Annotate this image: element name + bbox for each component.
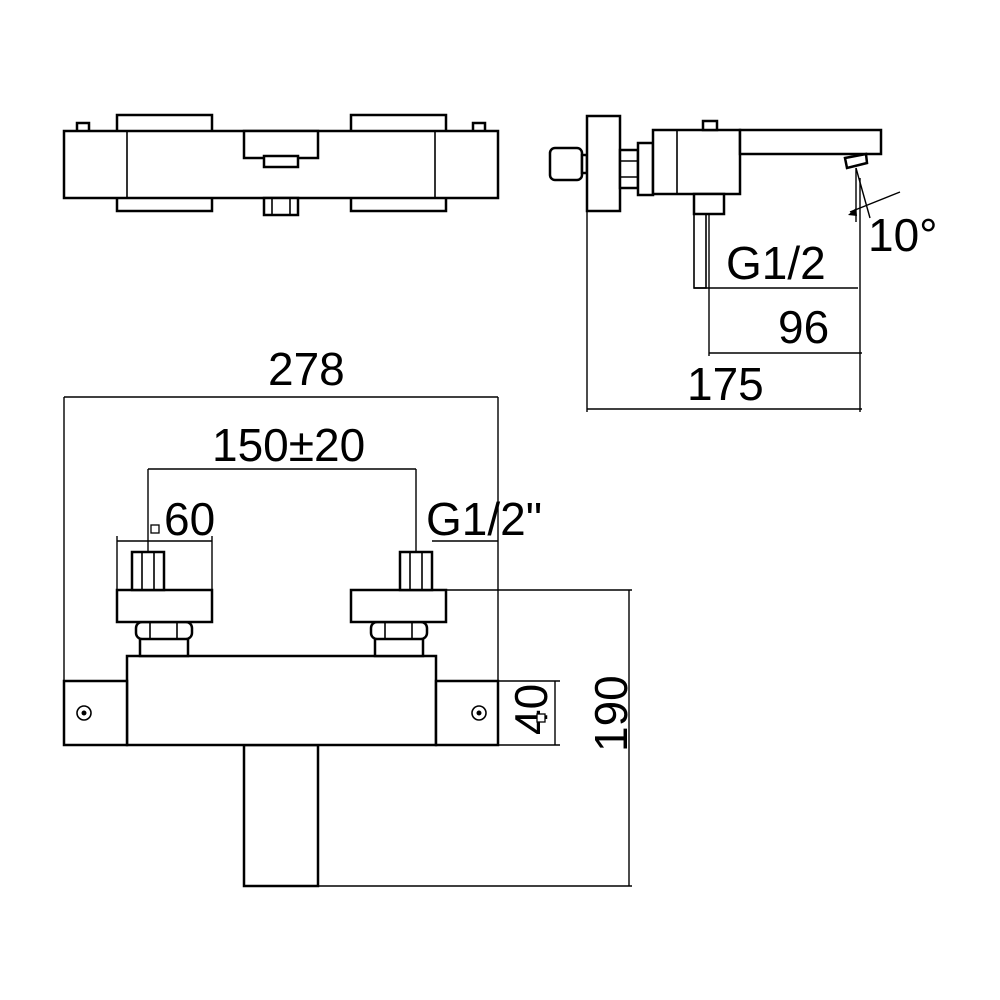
right-inlet-thread bbox=[398, 550, 434, 592]
overall-height-label: 190 bbox=[585, 675, 637, 752]
top-view-spout-cap bbox=[242, 129, 320, 160]
side-view: 10° G1/2 96 175 bbox=[548, 114, 938, 412]
spout-angle-label: 10° bbox=[868, 209, 938, 261]
overall-width-label: 278 bbox=[268, 343, 345, 395]
inlet-thread-label: G1/2" bbox=[426, 493, 542, 545]
side-view-handle-knob bbox=[548, 146, 584, 182]
left-inlet-nut bbox=[134, 620, 194, 641]
side-view-nut bbox=[618, 148, 640, 190]
front-view-left-end-cap bbox=[62, 679, 129, 747]
top-view-outlet bbox=[262, 196, 300, 217]
right-inlet-sleeve bbox=[373, 636, 425, 658]
connector-square-label: 60 bbox=[164, 493, 215, 545]
top-view-spout-nut bbox=[262, 154, 300, 169]
side-view-body bbox=[651, 128, 742, 196]
side-view-outlet-nut bbox=[692, 192, 726, 216]
outlet-thread-label: G1/2 bbox=[726, 237, 826, 289]
front-view: 278 150±20 60 G1/2" 40 190 bbox=[62, 343, 637, 888]
side-view-outlet-thread bbox=[693, 213, 707, 289]
side-view-neck bbox=[636, 141, 655, 197]
front-view-body bbox=[125, 654, 438, 747]
left-inlet-thread bbox=[130, 550, 166, 592]
left-screw-icon bbox=[76, 705, 92, 721]
right-inlet-nut bbox=[369, 620, 429, 641]
left-inlet-sleeve bbox=[138, 636, 190, 658]
left-wall-flange bbox=[115, 588, 214, 624]
side-view-spout bbox=[738, 128, 883, 156]
square-section-icon-2 bbox=[536, 713, 546, 723]
square-section-icon bbox=[150, 524, 160, 534]
right-screw-icon bbox=[471, 705, 487, 721]
outlet-projection-label: 96 bbox=[778, 301, 829, 353]
total-depth-label: 175 bbox=[687, 358, 764, 410]
front-view-spout bbox=[242, 743, 320, 888]
body-section-label: 40 bbox=[505, 684, 557, 735]
center-distance-label: 150±20 bbox=[212, 419, 365, 471]
right-wall-flange bbox=[349, 588, 448, 624]
side-view-wall-plate bbox=[585, 114, 622, 213]
front-view-right-end-cap bbox=[434, 679, 500, 747]
side-view-aerator bbox=[843, 152, 869, 170]
side-view-top-pin bbox=[701, 119, 719, 132]
top-view bbox=[62, 113, 500, 217]
